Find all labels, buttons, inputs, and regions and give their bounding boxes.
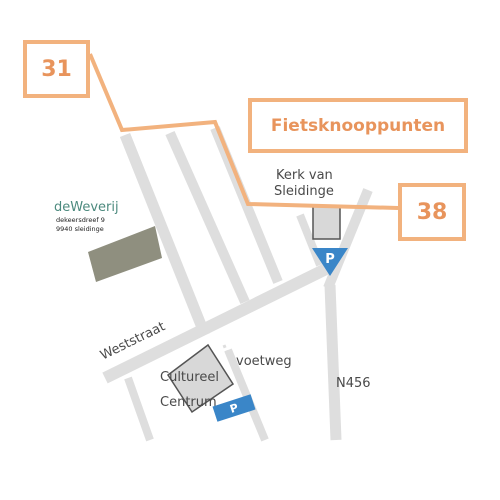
church-label-line1: Kerk van [276, 168, 333, 183]
road-north-spur [296, 213, 324, 267]
cultural-center-label-line1: Cultureel [160, 370, 219, 385]
node-31-marker[interactable]: 31 [23, 40, 90, 98]
voetweg-label: voetweg [236, 354, 292, 369]
cycle-route [88, 53, 399, 210]
weverij-address-line1: dekeersdreef 9 [56, 216, 105, 224]
church-parking-label: P [325, 252, 335, 267]
cultural-center-label-line2: Centrum [160, 395, 217, 410]
road-footpath-voetweg [222, 344, 248, 401]
church-building [312, 205, 341, 240]
weverij-address-line2: 9940 sleidinge [56, 225, 104, 233]
n456-label: N456 [336, 376, 371, 391]
fietsknooppunten-legend: Fietsknooppunten [248, 98, 468, 153]
weverij-name: deWeverij [54, 200, 119, 215]
weverij-building [88, 226, 162, 282]
road-weststraat [102, 262, 331, 384]
road-west-diagonal [119, 132, 211, 338]
church-label-line2: Sleidinge [274, 184, 334, 199]
church-parking-marker [312, 248, 348, 276]
road-n456 [324, 284, 342, 441]
road-middle-diagonal [165, 130, 250, 305]
road-south-left [124, 376, 154, 442]
cultural-center-building [166, 343, 235, 414]
node-38-marker[interactable]: 38 [398, 183, 466, 241]
